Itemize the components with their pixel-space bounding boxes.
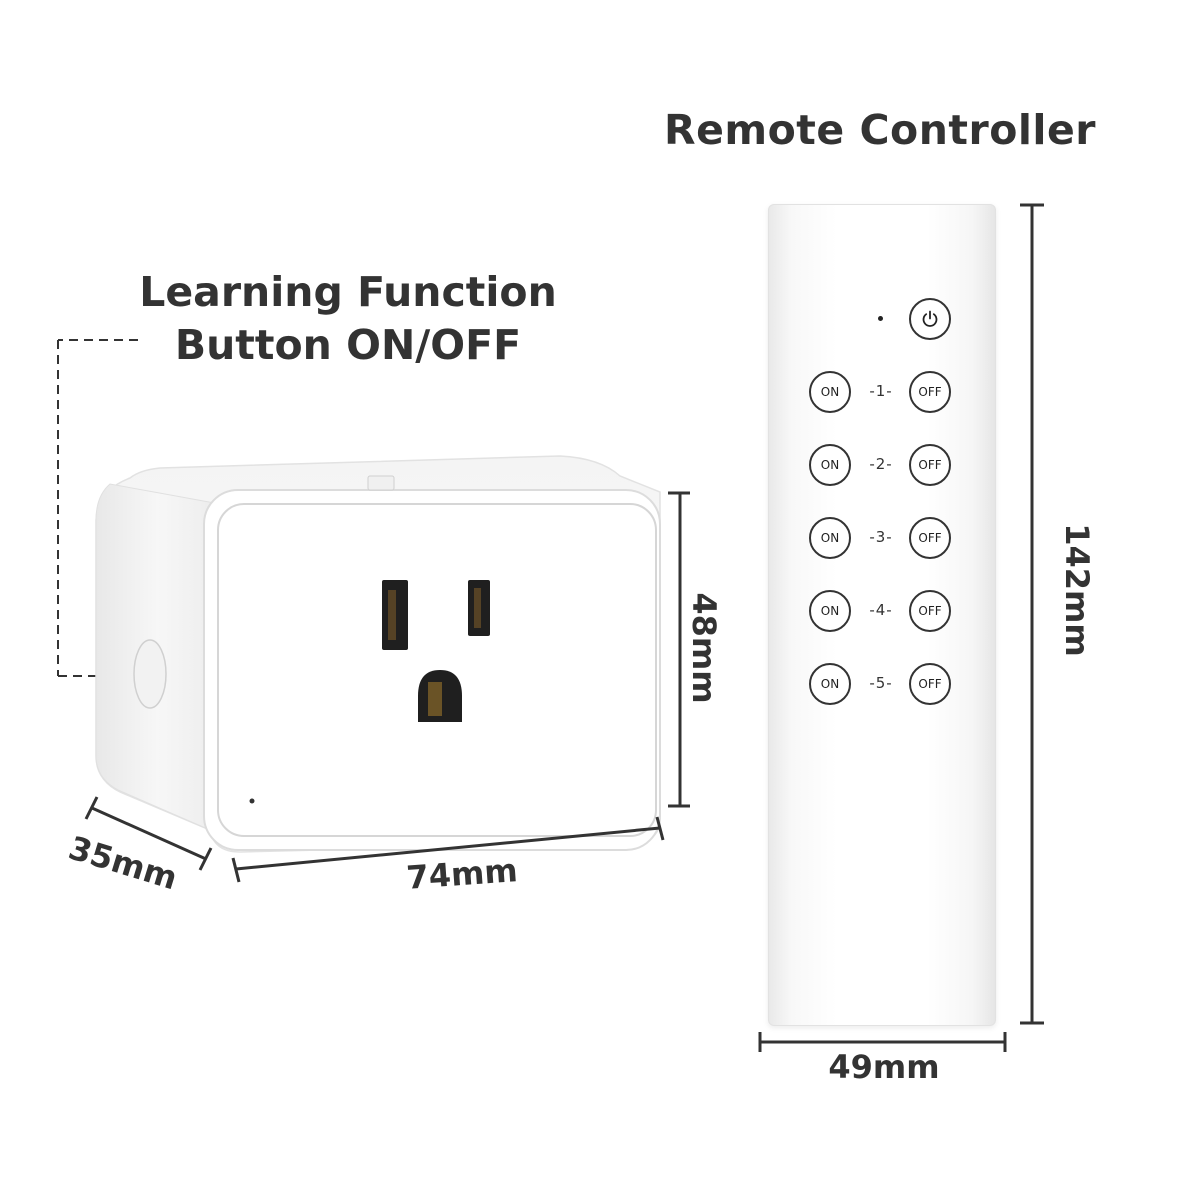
channel-2-on-button[interactable]: ON [809,444,851,486]
channel-5-off-button[interactable]: OFF [909,663,951,705]
smart-plug [95,455,661,853]
dimension-line-35mm [84,796,213,871]
channel-4-label: -4- [869,601,893,619]
channel-3-on-button[interactable]: ON [809,517,851,559]
dimension-label-plug-height: 48mm [685,592,723,704]
remote-controller-title: Remote Controller [664,106,1097,154]
dimension-line-142mm [1020,203,1044,1025]
dimension-line-48mm [668,491,690,808]
dimension-line-49mm [758,1032,1007,1052]
dimension-line-74mm [231,816,665,883]
channel-1-on-button[interactable]: ON [809,371,851,413]
dimension-label-plug-width: 74mm [405,851,519,897]
channel-3-off-button[interactable]: OFF [909,517,951,559]
dimension-label-remote-height: 142mm [1058,523,1096,657]
power-button[interactable] [909,298,951,340]
channel-3-label: -3- [869,528,893,546]
power-icon [922,310,938,327]
channel-4-off-button[interactable]: OFF [909,590,951,632]
learning-button[interactable] [133,639,167,709]
plug-led [249,798,255,804]
channel-2-label: -2- [869,455,893,473]
learning-title-line1: Learning Function [139,268,557,316]
channel-2-off-button[interactable]: OFF [909,444,951,486]
channel-1-off-button[interactable]: OFF [909,371,951,413]
channel-5-on-button[interactable]: ON [809,663,851,705]
channel-1-label: -1- [869,382,893,400]
channel-5-label: -5- [869,674,893,692]
remote-led [878,316,883,321]
learning-function-title: Learning Function Button ON/OFF [118,266,578,372]
channel-4-on-button[interactable]: ON [809,590,851,632]
remote-controller: ON -1- OFF ON -2- OFF ON -3- OFF ON -4- … [768,204,996,1026]
learning-title-line2: Button ON/OFF [174,321,522,369]
dimension-label-remote-width: 49mm [828,1048,940,1086]
